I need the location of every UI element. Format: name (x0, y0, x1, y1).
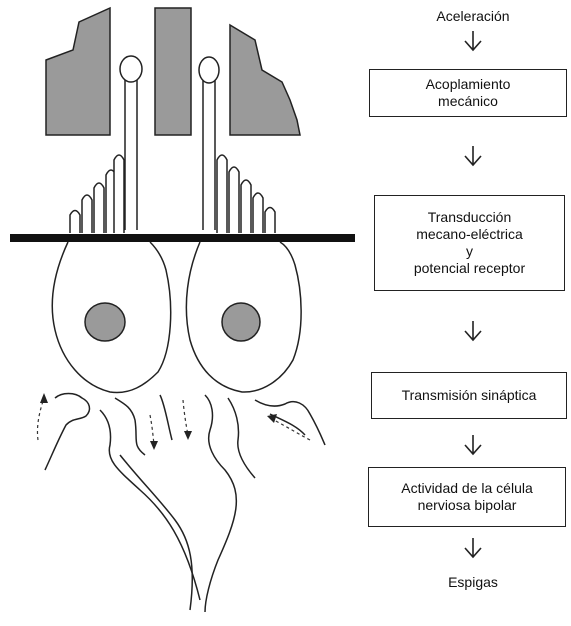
otolith-block-center (155, 8, 191, 135)
otolith-block-left (46, 8, 110, 135)
flow-bottom-label: Espigas (392, 574, 554, 591)
nucleus-right (222, 303, 260, 341)
down-arrow-icon (461, 537, 485, 559)
flow-step1-line2: mecánico (438, 93, 498, 110)
flow-step2-line1: Transducción (428, 209, 512, 226)
flow-step2-line2: mecano-eléctrica (416, 226, 523, 243)
otolith-block-right (230, 25, 300, 135)
flow-step3-line1: Transmisión sináptica (402, 387, 537, 404)
kinocilium-right (199, 57, 219, 230)
flow-step1-line1: Acoplamiento (426, 76, 511, 93)
flow-top-label: Aceleración (392, 8, 554, 25)
flow-step-synaptic-transmission: Transmisión sináptica (371, 372, 567, 419)
flow-step-bipolar-activity: Actividad de la célula nerviosa bipolar (368, 467, 566, 527)
flow-step-transduction: Transducción mecano-eléctrica y potencia… (374, 195, 565, 291)
down-arrow-icon (461, 145, 485, 167)
nucleus-left (85, 303, 125, 341)
down-arrow-icon (461, 320, 485, 342)
current-flow-arrowheads (40, 393, 277, 450)
flow-step2-line3: y (466, 243, 473, 260)
flow-step-mechanical-coupling: Acoplamiento mecánico (369, 69, 567, 117)
nerve-fibers (45, 394, 325, 613)
flow-step4-line2: nerviosa bipolar (418, 497, 517, 514)
stereocilia-right (217, 155, 275, 233)
down-arrow-icon (461, 30, 485, 52)
stereocilia-left (70, 155, 124, 233)
flow-step4-line1: Actividad de la célula (401, 480, 533, 497)
flow-step2-line4: potencial receptor (414, 260, 525, 277)
hair-cell-illustration (0, 0, 365, 626)
down-arrow-icon (461, 434, 485, 456)
reticular-membrane (10, 234, 355, 242)
